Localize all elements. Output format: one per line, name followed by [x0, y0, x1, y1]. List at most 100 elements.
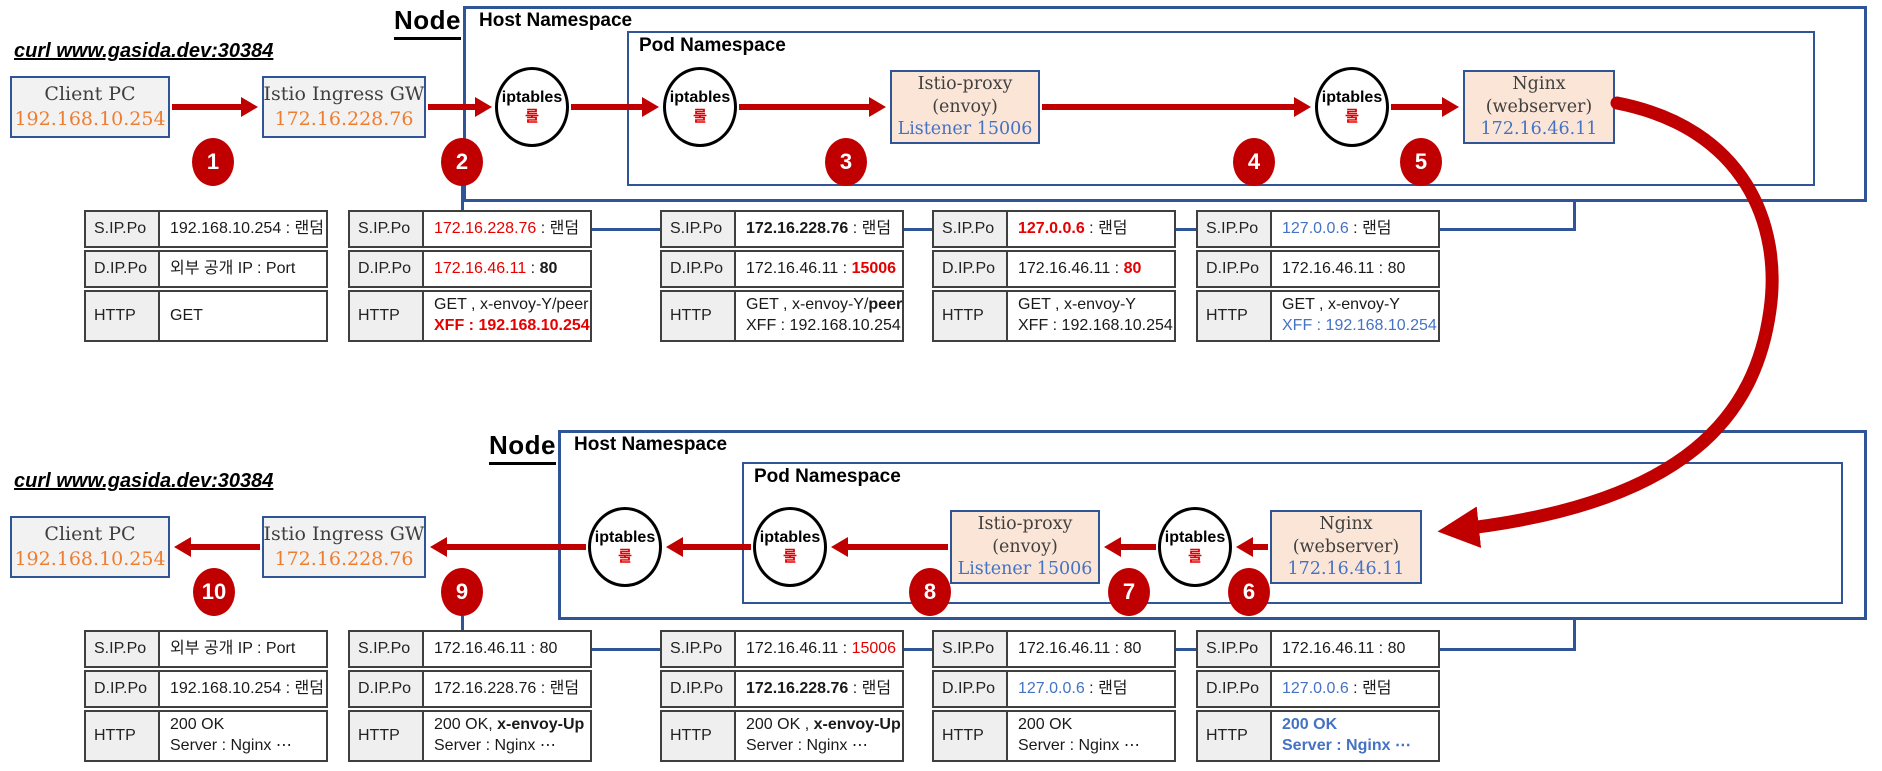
- packet-field-value-line: 172.16.46.11 : 80: [1018, 639, 1174, 660]
- packet-field-segment: GET: [170, 306, 203, 324]
- connector-table5-hostbox-vertical: [1573, 202, 1576, 231]
- packet-field-label: S.IP.Po: [660, 210, 736, 248]
- istio-proxy-title-bottom: Istio-proxy: [977, 513, 1073, 534]
- packet-field-label: D.IP.Po: [348, 670, 424, 708]
- packet-field-label: S.IP.Po: [348, 210, 424, 248]
- client-pc-box-top: Client PC 192.168.10.254: [10, 76, 170, 138]
- packet-field-segment: XFF : 192.168.10.254: [1282, 317, 1437, 334]
- packet-field-segment: 127.0.0.6: [1018, 219, 1085, 237]
- packet-field-segment: : 랜덤: [1084, 219, 1128, 237]
- packet-field-value: 172.16.228.76 : 랜덤: [734, 210, 904, 248]
- packet-field-segment: 200 OK: [170, 716, 225, 734]
- packet-field-value: 127.0.0.6 : 랜덤: [1006, 670, 1176, 708]
- connector-table5-hostbox: [1440, 228, 1575, 231]
- packet-field-value: 192.168.10.254 : 랜덤: [158, 670, 328, 708]
- packet-field-label: HTTP: [660, 710, 736, 762]
- ingress-gateway-ip-bottom: 172.16.228.76: [274, 548, 414, 570]
- packet-field-label: D.IP.Po: [660, 250, 736, 288]
- flow-arrow-right: [172, 97, 258, 117]
- packet-field-segment: Server : Nginx ⋯: [1282, 737, 1411, 754]
- nginx-ip-top: 172.16.46.11: [1480, 119, 1598, 140]
- packet-field-segment: 192.168.10.254 : 랜덤: [170, 219, 324, 237]
- packet-field-value-line: 200 OK, x-envoy-Up: [434, 715, 590, 736]
- pod-namespace-label-bottom: Pod Namespace: [754, 466, 901, 487]
- connector-table2-table3-bottom: [592, 648, 660, 651]
- step-badge-1: 1: [192, 138, 234, 186]
- iptables-rule-label: 룰: [1345, 107, 1359, 125]
- connector-badge9-table: [461, 616, 464, 630]
- host-namespace-label-top: Host Namespace: [479, 10, 633, 31]
- packet-field-value: 172.16.46.11 : 80: [1006, 250, 1176, 288]
- packet-field-label: HTTP: [1196, 290, 1272, 342]
- packet-field-value: 172.16.46.11 : 80: [1006, 630, 1176, 668]
- packet-field-segment: x-envoy-Up: [813, 716, 901, 734]
- packet-field-value-line: Server : Nginx ⋯: [746, 736, 902, 757]
- packet-field-label: HTTP: [932, 710, 1008, 762]
- packet-field-segment: Server : Nginx ⋯: [170, 737, 292, 754]
- packet-field-label: S.IP.Po: [1196, 630, 1272, 668]
- packet-field-value-line: 172.16.228.76 : 랜덤: [434, 219, 590, 240]
- iptables-label: iptables: [1321, 89, 1383, 107]
- flow-arrow-left: [666, 537, 751, 557]
- packet-field-value-line: 192.168.10.254 : 랜덤: [170, 679, 326, 700]
- packet-field-segment: peer: [868, 296, 903, 314]
- ingress-gateway-box-bottom: Istio Ingress GW 172.16.228.76: [262, 516, 426, 578]
- packet-field-segment: 172.16.228.76: [434, 219, 537, 237]
- packet-field-segment: 172.16.46.11: [434, 259, 527, 277]
- packet-field-label: D.IP.Po: [348, 250, 424, 288]
- packet-field-value-line: GET , x-envoy-Y/peer: [746, 295, 902, 316]
- packet-field-segment: Server : Nginx ⋯: [434, 737, 556, 754]
- packet-field-segment: 172.16.46.11 :: [746, 639, 852, 657]
- packet-field-value: 172.16.46.11 : 15006: [734, 630, 904, 668]
- packet-field-segment: 172.16.46.11 : 80: [434, 639, 558, 657]
- flow-arrow-left: [174, 537, 260, 557]
- host-namespace-label-bottom: Host Namespace: [574, 434, 728, 455]
- packet-field-value: 172.16.46.11 : 15006: [734, 250, 904, 288]
- iptables-label: iptables: [1164, 529, 1226, 547]
- pod-namespace-label-top: Pod Namespace: [639, 35, 786, 56]
- packet-field-segment: GET , x-envoy-Y: [1282, 296, 1400, 314]
- nginx-ip-bottom: 172.16.46.11: [1287, 559, 1405, 580]
- ingress-gateway-title-bottom: Istio Ingress GW: [263, 523, 425, 546]
- packet-field-segment: 192.168.10.254 : 랜덤: [170, 679, 324, 697]
- packet-field-segment: x-envoy-Up: [497, 716, 585, 734]
- ingress-gateway-title-top: Istio Ingress GW: [263, 83, 425, 106]
- packet-field-segment: : 랜덤: [848, 219, 892, 237]
- packet-field-label: HTTP: [1196, 710, 1272, 762]
- step-badge-6: 6: [1228, 568, 1270, 616]
- packet-field-segment: GET , x-envoy-Y: [1018, 296, 1136, 314]
- step-badge-4: 4: [1233, 138, 1275, 186]
- packet-field-label: D.IP.Po: [932, 250, 1008, 288]
- packet-field-label: HTTP: [660, 290, 736, 342]
- packet-field-segment: 200 OK,: [434, 716, 498, 734]
- ingress-gateway-box-top: Istio Ingress GW 172.16.228.76: [262, 76, 426, 138]
- istio-proxy-listener-top: Listener 15006: [897, 119, 1033, 140]
- packet-field-segment: 127.0.0.6: [1018, 679, 1085, 697]
- packet-field-value-line: 127.0.0.6 : 랜덤: [1282, 679, 1438, 700]
- packet-field-segment: : 랜덤: [1348, 219, 1392, 237]
- flow-arrow-right: [1042, 97, 1311, 117]
- connector-table5-hostbox-bottom: [1440, 648, 1575, 651]
- client-pc-box-bottom: Client PC 192.168.10.254: [10, 516, 170, 578]
- packet-field-segment: 200 OK ,: [746, 716, 814, 734]
- packet-field-segment: GET , x-envoy-Y/: [746, 296, 869, 314]
- nginx-box-bottom: Nginx (webserver) 172.16.46.11: [1270, 510, 1422, 584]
